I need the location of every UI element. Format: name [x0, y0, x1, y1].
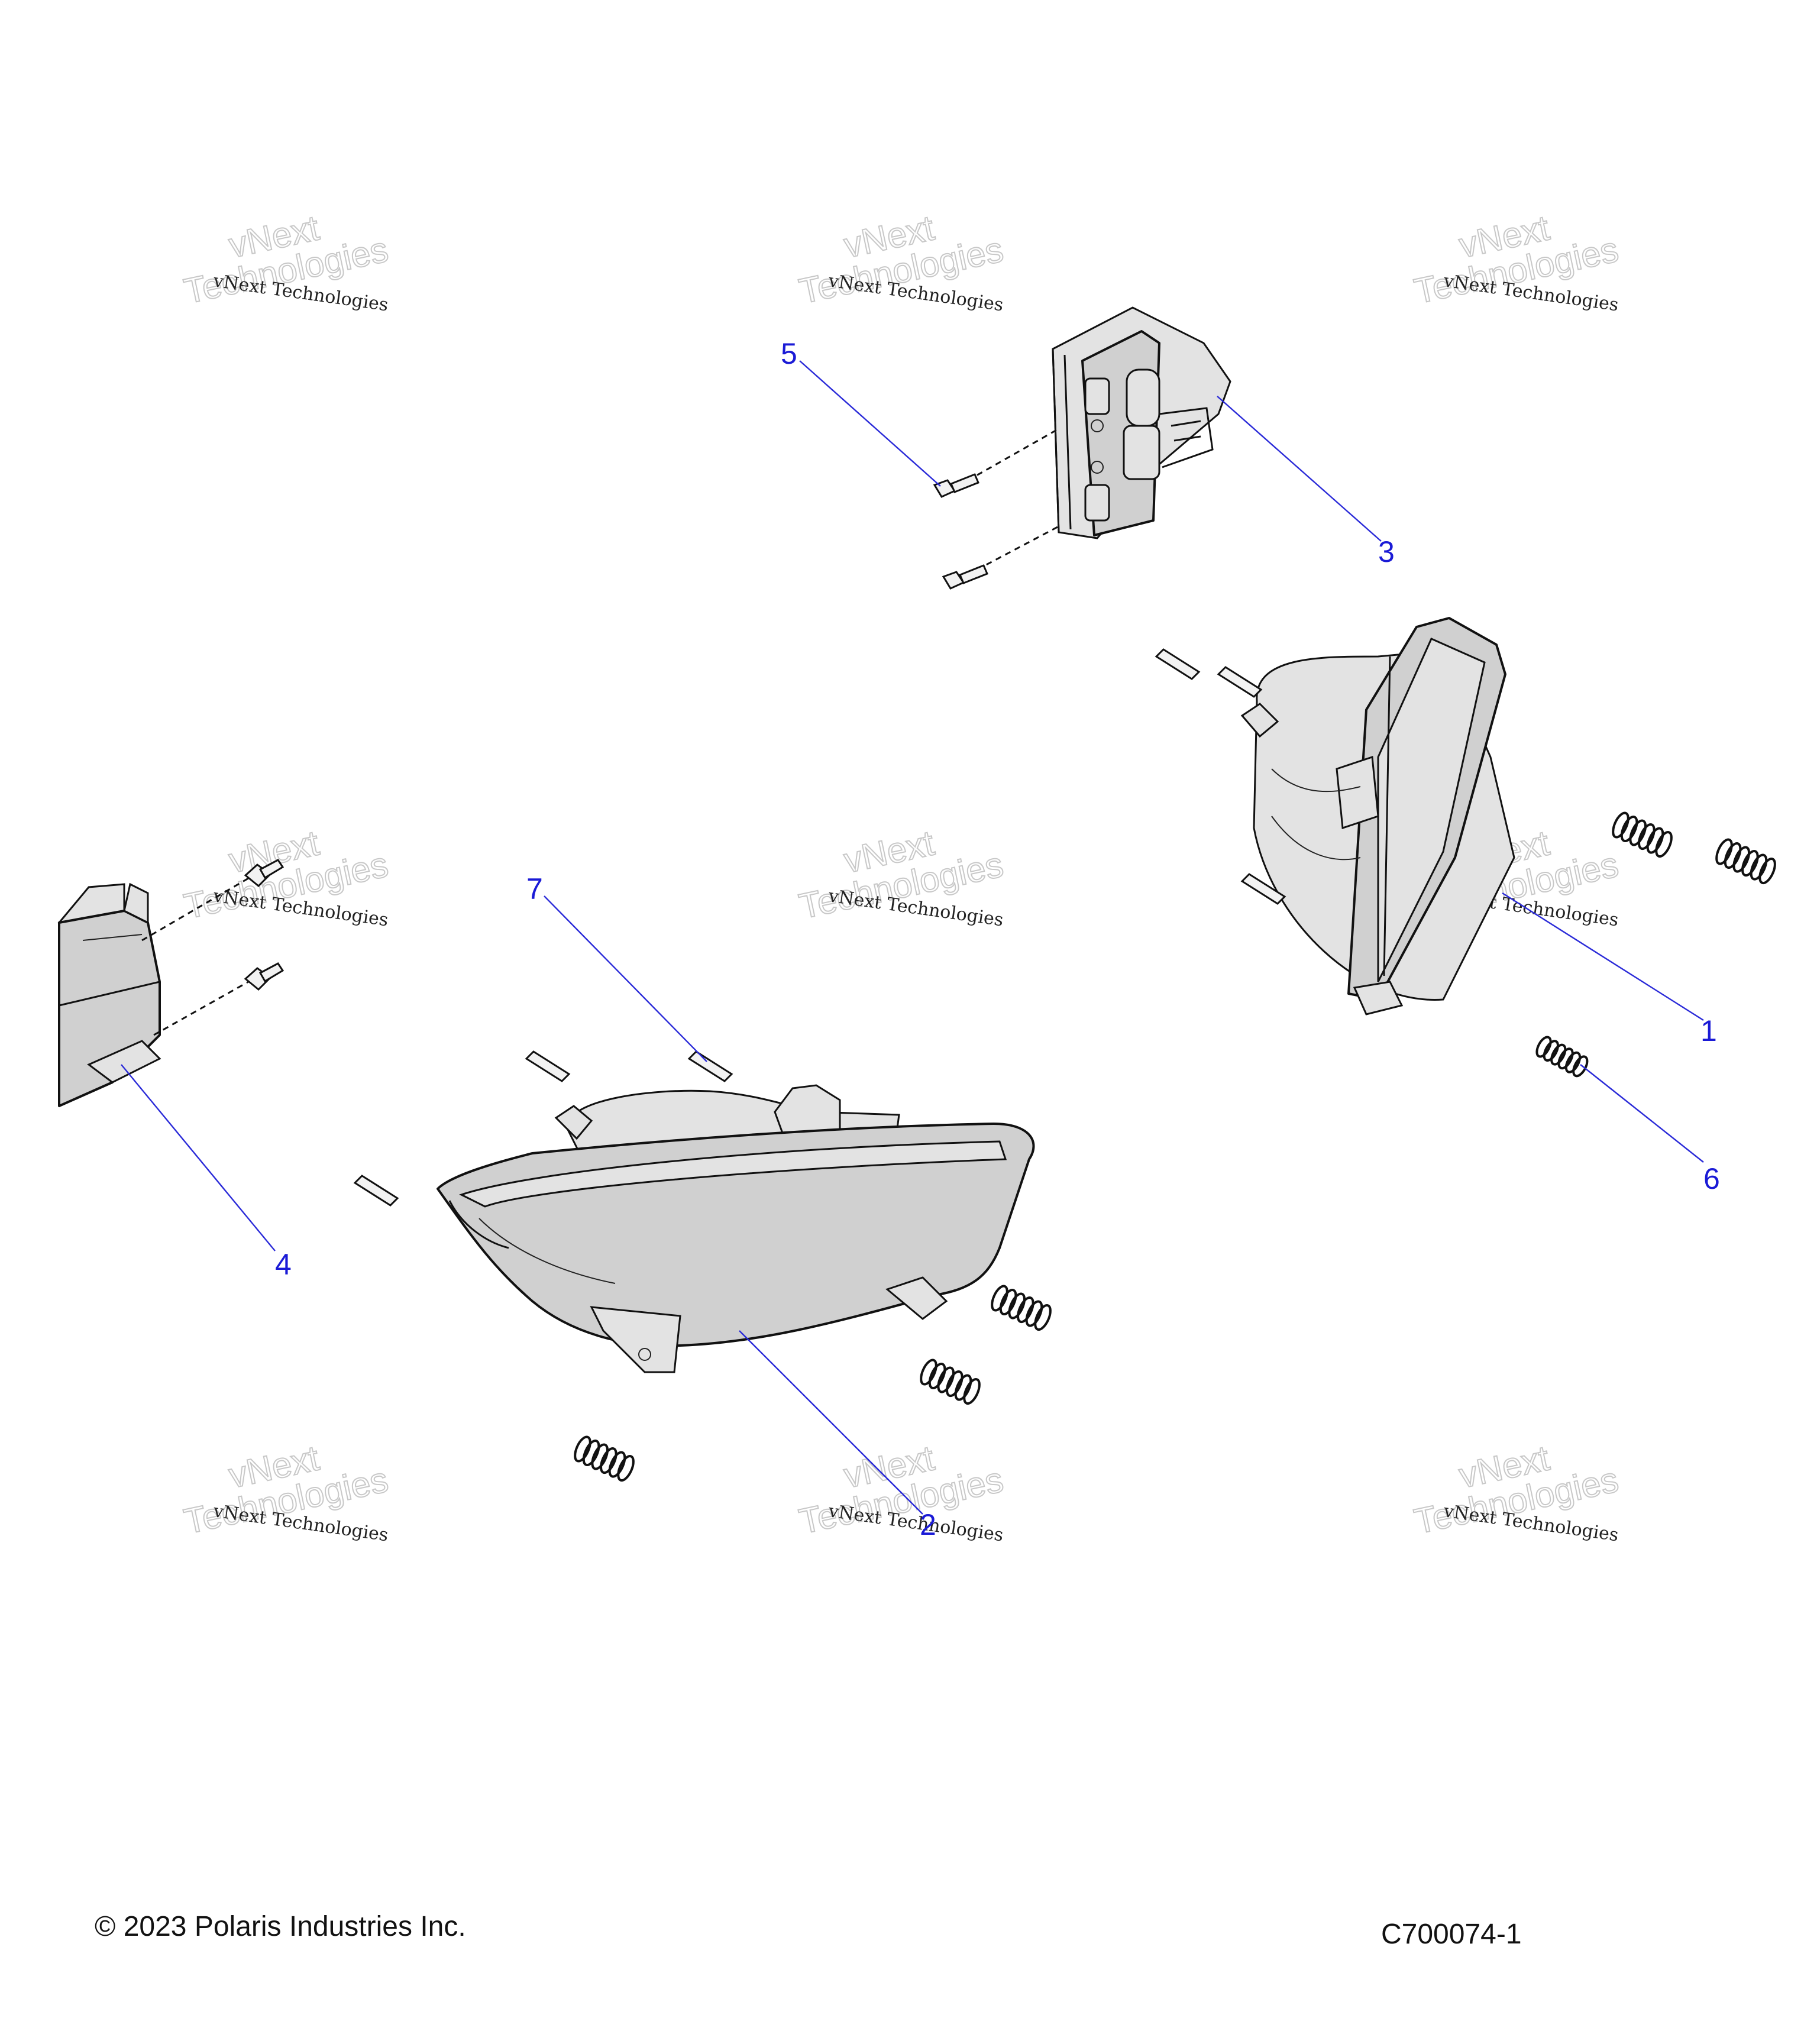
watermark: vNext Technologies vNext Technologies: [795, 822, 1007, 930]
leader-line: [739, 1330, 923, 1515]
screw: [153, 962, 284, 1036]
screw: [353, 1175, 399, 1207]
spring: [991, 1285, 1052, 1331]
screw: [1155, 648, 1201, 680]
watermark: vNext Technologies vNext Technologies: [1410, 207, 1622, 315]
part-2-headlight-main: [437, 1084, 1035, 1373]
callout-6[interactable]: 6: [1703, 1162, 1720, 1195]
spring: [1612, 811, 1673, 858]
leader-line: [121, 1064, 276, 1251]
part-4-bracket: [57, 882, 161, 1107]
leader-line: [1580, 1064, 1704, 1163]
screw: [1240, 873, 1286, 905]
spring: [920, 1359, 981, 1405]
callout-5[interactable]: 5: [781, 337, 797, 370]
callout-3[interactable]: 3: [1378, 535, 1395, 568]
part-6-spring: [1535, 1036, 1589, 1078]
screw: [1217, 666, 1263, 698]
callout-1[interactable]: 1: [1700, 1014, 1717, 1047]
screw: [525, 1050, 571, 1082]
part-5-screw: [933, 428, 1059, 498]
leader-line: [1502, 892, 1704, 1021]
part-3-housing: [1052, 306, 1231, 539]
screw: [141, 859, 284, 942]
part-7-screw: [687, 1050, 733, 1082]
spring: [574, 1435, 635, 1482]
leader-line: [1217, 396, 1382, 542]
spring: [1715, 838, 1776, 885]
watermark: vNext Technologies vNext Technologies: [180, 1437, 392, 1545]
watermark: vNext Technologies vNext Technologies: [180, 207, 392, 315]
watermark: vNext Technologies vNext Technologies: [180, 822, 392, 930]
leader-line: [544, 895, 707, 1062]
watermark: vNext Technologies vNext Technologies: [795, 207, 1007, 315]
callout-2[interactable]: 2: [920, 1508, 936, 1541]
part-5-screw: [942, 525, 1059, 590]
callout-4[interactable]: 4: [275, 1248, 292, 1281]
watermark-group: vNext Technologies vNext Technologies vN…: [180, 207, 1622, 1545]
watermark: vNext Technologies vNext Technologies: [795, 1437, 1007, 1545]
copyright-text: © 2023 Polaris Industries Inc.: [95, 1911, 466, 1942]
part-1-headlight-right: [1240, 617, 1515, 1015]
drawing-id: C700074-1: [1381, 1919, 1522, 1950]
watermark: vNext Technologies vNext Technologies: [1410, 1437, 1622, 1545]
leader-line: [799, 360, 941, 487]
callout-7[interactable]: 7: [526, 872, 543, 905]
